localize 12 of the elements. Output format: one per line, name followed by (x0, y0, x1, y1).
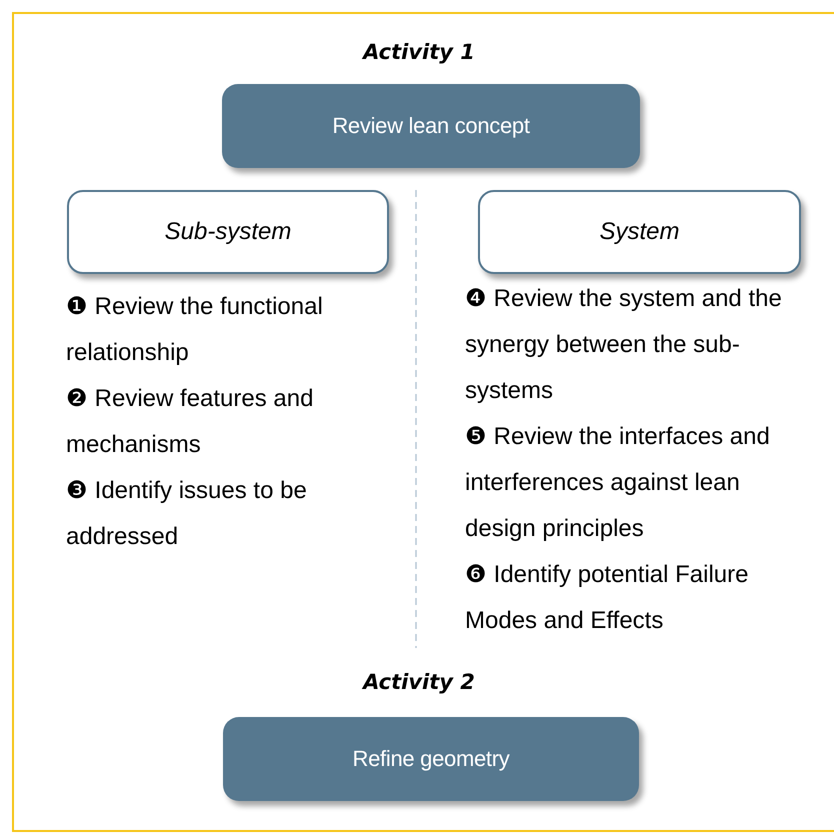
category-box: Sub-system (67, 190, 389, 274)
step-text: ❸ Identify issues to be addressed (66, 476, 308, 552)
step-text: ❹ Review the system and the synergy between the sub-systems (465, 284, 783, 406)
step-text: ❻ Identify potential Failure Modes and Effects (465, 560, 750, 636)
step-text: ❺ Review the interfaces and interferences against lean design principles (465, 422, 771, 544)
activity-heading: Activity 2 (363, 670, 475, 694)
step-text: ❷ Review features and mechanisms (66, 384, 314, 460)
process-box: Review lean concept (222, 84, 640, 168)
process-box: Refine geometry (223, 717, 639, 801)
category-box: System (478, 190, 801, 274)
activity-heading: Activity 1 (363, 40, 475, 64)
step-text: ❶ Review the functional relationship (66, 292, 324, 368)
